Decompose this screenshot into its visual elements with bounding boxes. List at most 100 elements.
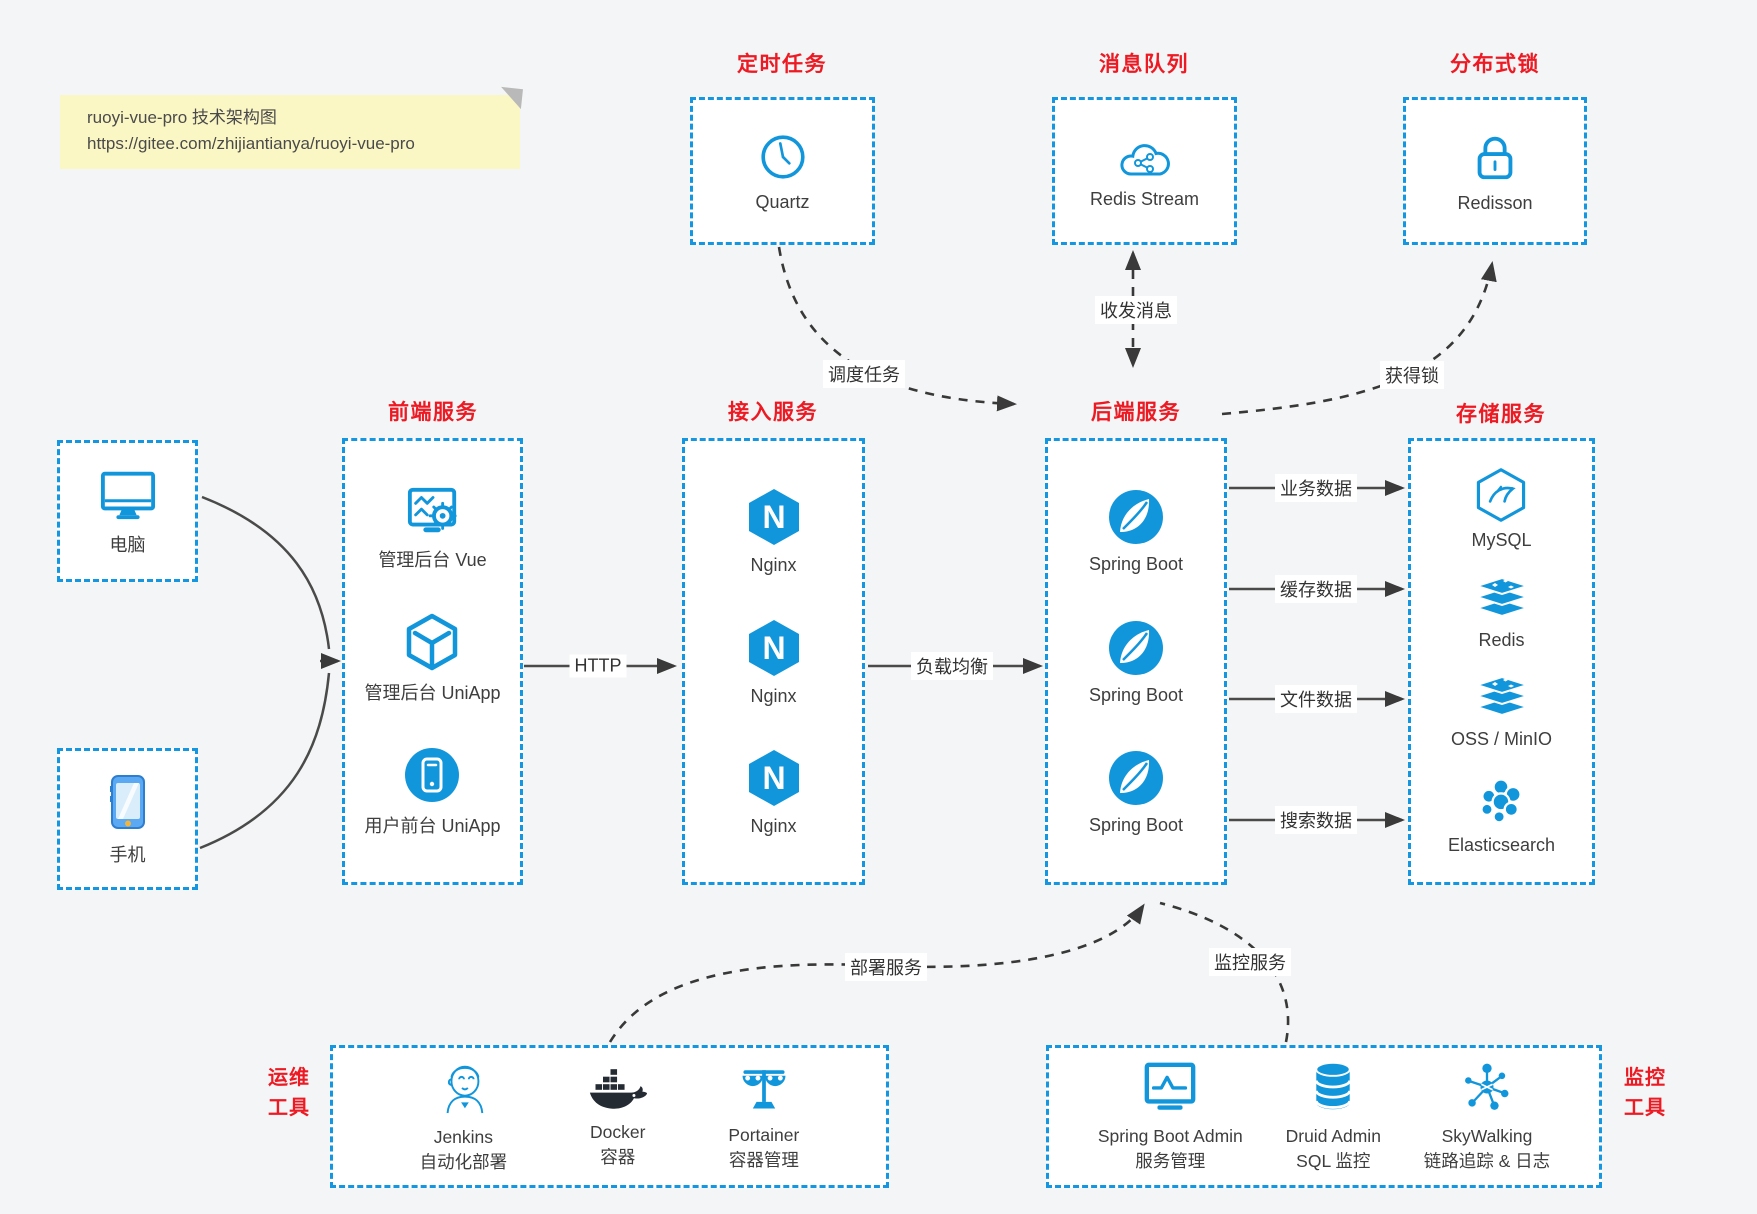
spring-boot-label: Spring Boot <box>1088 814 1184 835</box>
smartphone-icon <box>105 772 151 832</box>
svg-text:N: N <box>762 499 785 535</box>
admin-vue-label: 管理后台 Vue <box>378 550 487 570</box>
ops-side-label: 运维 工具 <box>268 1067 310 1119</box>
docker-name: Docker <box>590 1121 646 1142</box>
ops-item-jenkins: Jenkins 自动化部署 <box>419 1058 508 1176</box>
monitor-item-sba: Spring Boot Admin 服务管理 <box>1098 1059 1243 1175</box>
backend-box: Spring Boot Spring Boot Spring Boot <box>1045 438 1227 885</box>
jenkins-icon <box>436 1058 490 1116</box>
mobile-client-box: 手机 <box>57 748 198 890</box>
redis-stream-cloud-icon <box>1115 133 1175 181</box>
ops-tools-box: Jenkins 自动化部署 Docker 容 <box>330 1045 889 1188</box>
edge-label-search-data: 搜索数据 <box>1275 806 1357 834</box>
mobile-label: 手机 <box>109 844 146 865</box>
sba-name: Spring Boot Admin <box>1097 1125 1243 1146</box>
druid-desc: SQL 监控 <box>1296 1151 1371 1171</box>
ops-item-portainer: Portainer 容器管理 <box>728 1060 799 1174</box>
skywalking-labels: SkyWalking 链路追踪 & 日志 <box>1424 1124 1550 1175</box>
admin-vue-icon <box>403 485 463 539</box>
frontend-item-admin-uniapp: 管理后台 UniApp <box>364 612 501 705</box>
edge-label-monitor: 监控服务 <box>1209 948 1291 976</box>
nginx-label: Nginx <box>750 554 797 575</box>
pc-label: 电脑 <box>109 534 146 555</box>
backend-title: 后端服务 <box>1091 401 1181 424</box>
quartz-clock-icon <box>756 130 810 184</box>
sticky-note: ruoyi-vue-pro 技术架构图 https://gitee.com/zh… <box>60 86 523 169</box>
pc-client-box: 电脑 <box>57 440 198 582</box>
note-fold-corner-icon <box>499 86 523 110</box>
oss-minio-label: OSS / MinIO <box>1450 729 1553 750</box>
edge-mobile-to-frontend <box>199 672 331 850</box>
frontend-title: 前端服务 <box>388 401 478 424</box>
backend-item-spring-3: Spring Boot <box>1089 748 1183 836</box>
jenkins-name: Jenkins <box>433 1126 494 1147</box>
ops-item-docker: Docker 容器 <box>588 1063 648 1171</box>
spring-boot-icon <box>1106 748 1166 808</box>
spring-boot-icon <box>1106 487 1166 547</box>
portainer-scales-icon <box>736 1060 792 1114</box>
edge-schedule-task <box>777 246 1017 412</box>
gateway-item-nginx-2: N Nginx <box>745 617 803 707</box>
druid-name: Druid Admin <box>1285 1125 1381 1146</box>
monitor-item-druid: Druid Admin SQL 监控 <box>1286 1059 1381 1175</box>
frontend-item-user-uniapp: 用户前台 UniApp <box>364 745 501 838</box>
svg-text:N: N <box>762 630 785 666</box>
monitor-tools-box: Spring Boot Admin 服务管理 Druid Admin SQL 监… <box>1046 1045 1602 1188</box>
skywalking-name: SkyWalking <box>1441 1125 1533 1146</box>
edge-label-cache-data: 缓存数据 <box>1275 575 1357 603</box>
mysql-icon <box>1473 467 1529 523</box>
gateway-item-nginx-1: N Nginx <box>745 486 803 576</box>
nginx-icon: N <box>745 486 803 548</box>
frontend-box: 管理后台 Vue 管理后台 UniApp 用户前台 UniApp <box>342 438 523 885</box>
docker-labels: Docker 容器 <box>590 1120 645 1171</box>
gateway-title: 接入服务 <box>728 401 818 424</box>
edge-label-message: 收发消息 <box>1095 296 1177 324</box>
spring-boot-label: Spring Boot <box>1088 684 1184 705</box>
quartz-label: Quartz <box>755 191 810 212</box>
monitor-item-skywalking: SkyWalking 链路追踪 & 日志 <box>1424 1059 1550 1175</box>
edge-label-acquire-lock: 获得锁 <box>1380 361 1444 389</box>
svg-text:N: N <box>762 760 785 796</box>
elasticsearch-icon <box>1473 772 1529 828</box>
edge-pc-to-frontend <box>201 495 331 650</box>
storage-item-redis: Redis <box>1472 573 1532 651</box>
edge-label-deploy: 部署服务 <box>845 953 927 981</box>
portainer-labels: Portainer 容器管理 <box>728 1123 799 1174</box>
storage-item-mysql: MySQL <box>1471 467 1532 551</box>
note-title: ruoyi-vue-pro 技术架构图 <box>87 108 277 127</box>
admin-uniapp-cube-icon <box>402 612 462 672</box>
storage-item-elasticsearch: Elasticsearch <box>1448 772 1555 856</box>
edge-label-schedule: 调度任务 <box>823 360 905 388</box>
monitor-side-label: 监控 工具 <box>1624 1067 1666 1119</box>
user-uniapp-label: 用户前台 UniApp <box>364 816 501 836</box>
nginx-icon: N <box>745 747 803 809</box>
gateway-box: N Nginx N Nginx N Nginx <box>682 438 865 885</box>
storage-title: 存储服务 <box>1456 403 1546 426</box>
sba-desc: 服务管理 <box>1135 1151 1206 1171</box>
mq-title: 消息队列 <box>1099 53 1189 76</box>
elasticsearch-label: Elasticsearch <box>1447 835 1556 856</box>
spring-boot-label: Spring Boot <box>1088 554 1184 575</box>
redisson-lock-icon <box>1468 129 1522 185</box>
scheduler-box: Quartz <box>690 97 875 245</box>
portainer-name: Portainer <box>728 1124 800 1145</box>
jenkins-desc: 自动化部署 <box>419 1152 508 1172</box>
docker-desc: 容器 <box>600 1147 636 1167</box>
backend-item-spring-2: Spring Boot <box>1089 618 1183 706</box>
redis-stream-label: Redis Stream <box>1089 188 1200 209</box>
redisson-label: Redisson <box>1457 192 1533 213</box>
skywalking-icon <box>1459 1059 1515 1115</box>
storage-item-oss-minio: OSS / MinIO <box>1451 672 1552 750</box>
edge-label-load-balance: 负载均衡 <box>911 652 993 680</box>
scheduler-title: 定时任务 <box>737 53 827 76</box>
portainer-desc: 容器管理 <box>728 1150 799 1170</box>
lock-title: 分布式锁 <box>1450 53 1540 76</box>
nginx-label: Nginx <box>750 685 797 706</box>
spring-boot-admin-icon <box>1141 1059 1199 1115</box>
nginx-label: Nginx <box>750 816 797 837</box>
skywalking-desc: 链路追踪 & 日志 <box>1423 1151 1551 1171</box>
oss-minio-stack-icon <box>1472 672 1532 722</box>
storage-box: MySQL Redis <box>1408 438 1595 885</box>
redis-stack-icon <box>1472 573 1532 623</box>
